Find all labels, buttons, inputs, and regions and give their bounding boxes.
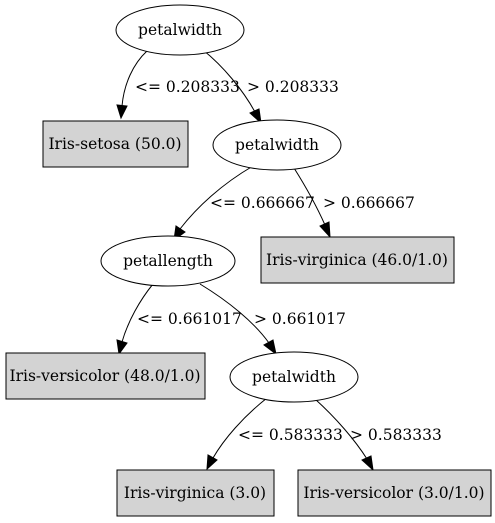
node-n8: Iris-versicolor (3.0/1.0)	[297, 469, 492, 517]
node-label-n0: petalwidth	[138, 21, 222, 39]
edge-label-n2-n3: <= 0.666667	[210, 194, 315, 212]
node-n1: Iris-setosa (50.0)	[42, 120, 189, 168]
edge-label-n6-n8: > 0.583333	[350, 426, 442, 444]
edge-n3-n6	[199, 283, 277, 356]
edge-n6-n7	[206, 397, 268, 471]
node-label-n5: Iris-versicolor (48.0/1.0)	[9, 367, 200, 385]
node-n2: petalwidth	[212, 119, 342, 171]
node-n0: petalwidth	[115, 4, 245, 56]
edge-n0-n2	[202, 49, 262, 125]
node-n4: Iris-virginica (46.0/1.0)	[260, 236, 455, 284]
edge-label-n3-n5: <= 0.661017	[137, 310, 242, 328]
node-label-n4: Iris-virginica (46.0/1.0)	[266, 251, 448, 269]
node-label-n1: Iris-setosa (50.0)	[48, 135, 181, 153]
edge-n2-n4	[293, 167, 331, 239]
node-n3: petallength	[100, 235, 236, 287]
node-label-n2: petalwidth	[235, 136, 319, 154]
edge-label-n0-n2: > 0.208333	[247, 78, 339, 96]
node-n6: petalwidth	[229, 351, 359, 403]
node-label-n7: Iris-virginica (3.0)	[124, 484, 266, 502]
edge-label-n3-n6: > 0.661017	[254, 310, 346, 328]
edge-n3-n5	[116, 283, 154, 356]
node-label-n3: petallength	[123, 252, 213, 270]
edge-label-n6-n7: <= 0.583333	[238, 426, 343, 444]
edge-label-n2-n4: > 0.666667	[323, 194, 415, 212]
node-n5: Iris-versicolor (48.0/1.0)	[5, 352, 206, 400]
edge-n0-n1	[116, 50, 148, 120]
node-label-n6: petalwidth	[252, 368, 336, 386]
node-n7: Iris-virginica (3.0)	[116, 469, 275, 517]
node-label-n8: Iris-versicolor (3.0/1.0)	[303, 484, 484, 502]
edge-label-n0-n1: <= 0.208333	[135, 78, 240, 96]
edge-n6-n8	[314, 398, 374, 472]
